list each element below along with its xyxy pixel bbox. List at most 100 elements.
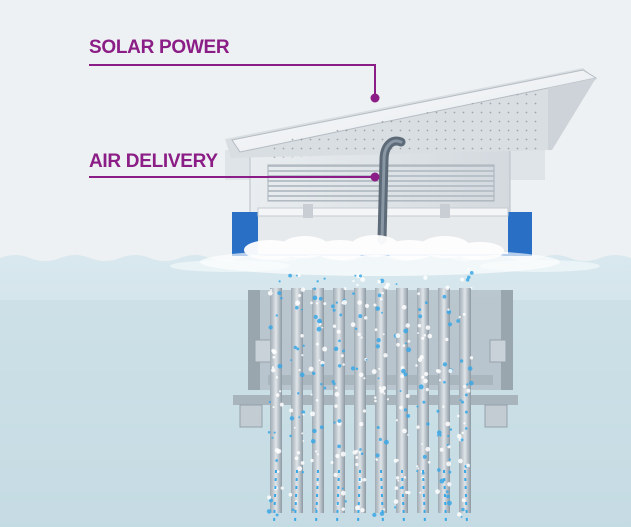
air-bubble [301, 432, 304, 435]
air-bubble [468, 380, 474, 386]
air-bubble [320, 382, 323, 386]
air-bubble [271, 368, 276, 373]
air-bubble [301, 470, 305, 474]
air-bubble [331, 304, 335, 309]
air-bubble [396, 342, 400, 347]
bubble-stream-line [273, 469, 277, 525]
air-bubble [272, 355, 276, 359]
air-bubble [340, 490, 346, 496]
air-bubble [399, 389, 402, 393]
air-bubble [288, 273, 292, 278]
air-bubble [383, 439, 389, 445]
air-bubble [377, 377, 380, 380]
air-bubble [267, 430, 271, 434]
air-bubble [423, 275, 428, 280]
air-bubble [373, 303, 377, 307]
air-bubble [271, 366, 275, 369]
air-bubble [355, 505, 360, 511]
air-bubble [321, 326, 324, 329]
air-bubble [378, 437, 382, 442]
air-bubble [442, 362, 448, 367]
air-bubble [445, 490, 449, 494]
air-bubble [339, 313, 343, 317]
air-bubble [278, 280, 281, 283]
air-bubble [301, 410, 306, 415]
air-bubble [448, 458, 451, 461]
air-bubble [416, 465, 419, 468]
air-bubble [465, 278, 470, 282]
air-bubble [302, 344, 305, 347]
air-bubble [316, 280, 319, 283]
air-bubble [362, 409, 367, 413]
air-bubble [302, 413, 305, 416]
air-bubble [437, 468, 441, 472]
diffuser-tube [291, 288, 303, 513]
air-bubble [375, 306, 380, 311]
air-bubble [406, 347, 412, 353]
air-bubble [293, 345, 297, 350]
diffuser-tube [459, 288, 471, 513]
air-bubble [470, 286, 473, 289]
air-bubble [374, 328, 378, 332]
air-bubble [358, 451, 361, 454]
air-bubble [447, 445, 451, 449]
air-bubble [297, 466, 303, 472]
air-bubble [426, 422, 430, 426]
air-bubble [417, 357, 423, 362]
air-callout-dot [370, 172, 380, 182]
air-bubble [447, 500, 452, 506]
air-bubble [352, 279, 355, 283]
air-bubble [332, 308, 336, 312]
air-bubble [315, 342, 319, 346]
air-bubble [354, 327, 358, 331]
air-bubble [279, 390, 282, 393]
air-bubble [460, 438, 464, 442]
air-bubble [301, 308, 303, 311]
air-bubble [446, 494, 450, 499]
air-bubble [293, 426, 296, 429]
air-bubble [386, 398, 390, 401]
air-bubble [394, 486, 399, 490]
air-bubble [301, 354, 304, 357]
air-bubble [363, 316, 368, 320]
air-bubble [436, 434, 439, 437]
air-bubble [313, 287, 317, 291]
air-bubble [266, 509, 272, 514]
air-bubble [378, 386, 382, 390]
air-bubble [319, 323, 322, 326]
air-bubble [461, 498, 466, 503]
air-bubble [355, 367, 359, 371]
air-bubble [315, 398, 319, 402]
air-bubble [310, 438, 316, 444]
air-bubble [268, 400, 272, 404]
air-bubble [341, 507, 345, 511]
air-bubble [362, 478, 367, 482]
air-bubble [333, 346, 339, 352]
air-bubble [403, 408, 408, 412]
air-bubble [310, 411, 316, 417]
air-bubble [403, 372, 408, 377]
air-bubble [401, 305, 407, 310]
air-bubble [399, 486, 402, 490]
air-bubble [461, 507, 465, 512]
air-bubble [360, 508, 365, 513]
air-bubble [461, 431, 464, 435]
air-bubble [395, 333, 401, 339]
air-bubble [342, 363, 345, 366]
air-bubble [272, 406, 275, 409]
air-bubble [417, 467, 420, 470]
air-bubble [464, 427, 468, 430]
air-bubble [298, 368, 301, 372]
air-bubble [415, 364, 418, 367]
air-bubble [267, 495, 272, 500]
air-bubble [355, 456, 359, 460]
air-bubble [423, 378, 428, 384]
air-bubble [416, 470, 419, 473]
air-bubble [418, 308, 422, 312]
air-bubble [427, 460, 431, 464]
air-bubble [298, 293, 302, 298]
air-bubble [358, 274, 363, 278]
bubble-stream-line [315, 469, 319, 525]
air-bubble [457, 512, 462, 517]
air-bubble [318, 359, 321, 362]
